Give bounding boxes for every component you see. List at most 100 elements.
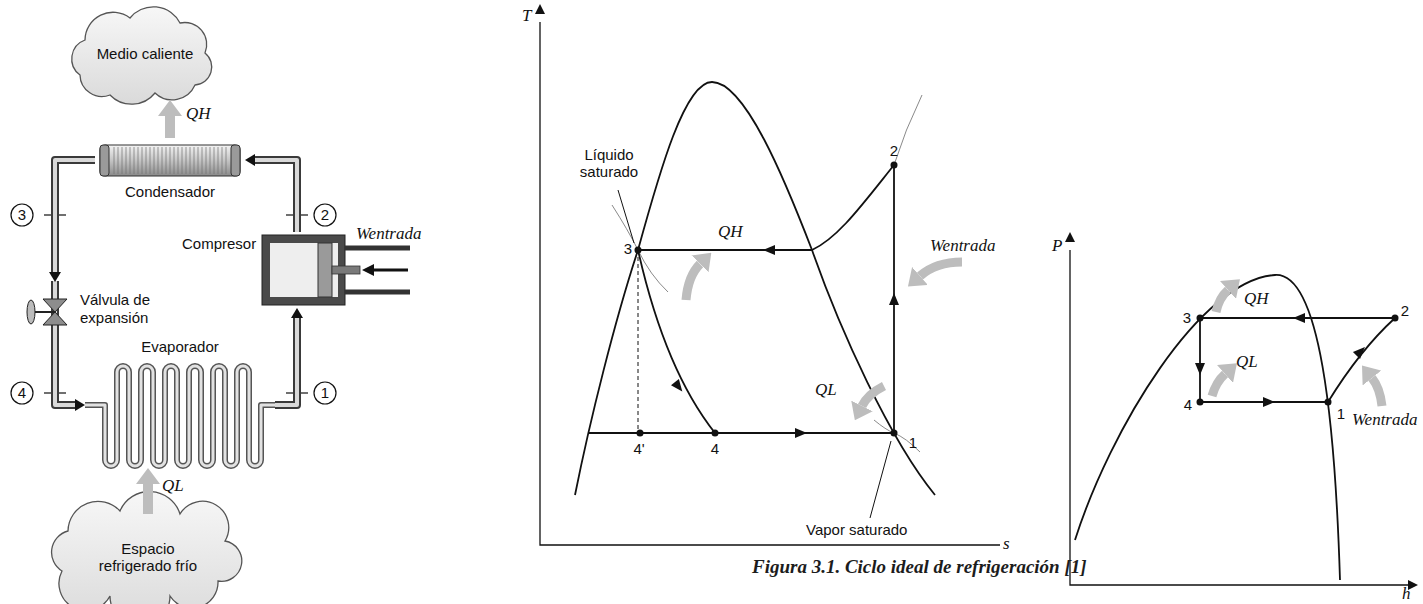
- state-dots-part: [1197, 399, 1204, 406]
- heat-label: QH: [718, 222, 743, 242]
- axis-tip: [535, 4, 545, 14]
- state-dots-part: [712, 430, 719, 437]
- cycle-line: [588, 432, 894, 434]
- heat-arrow: [170, 116, 171, 138]
- node-label: Válvula de expansión: [80, 291, 182, 326]
- state-dots: [635, 162, 898, 437]
- state-callouts: [11, 204, 336, 404]
- node-label: Medio caliente: [97, 45, 194, 62]
- condenser-body: [100, 145, 240, 176]
- state-callouts-part: [314, 204, 336, 226]
- cloud-box: Medio caliente: [70, 8, 220, 100]
- node-label: Condensador: [125, 183, 215, 200]
- leader-line: [870, 441, 891, 518]
- pipe-wall: [255, 160, 297, 232]
- cloud-box: Espacio refrigerado frío: [68, 514, 228, 600]
- axis-label: s: [1003, 534, 1010, 554]
- state-number: 4: [1182, 396, 1194, 413]
- heat-arrows-part: [1372, 378, 1382, 406]
- flow-arrows-part: [763, 245, 775, 255]
- isobar: [874, 420, 920, 452]
- work-label: Wentrada: [356, 224, 422, 244]
- flow-arrows: [1195, 313, 1368, 407]
- compressor-body-part: [345, 246, 410, 251]
- pipe-connector: [255, 160, 297, 232]
- work-label: Wentrada: [930, 236, 996, 256]
- pipe-connector: [55, 335, 75, 405]
- expansion-valve-part: [34, 311, 55, 313]
- heat-label: QL: [815, 380, 837, 400]
- curve-label: Vapor saturado: [806, 521, 907, 538]
- ts-diagram: [535, 4, 1000, 545]
- flow-arrows-part: [1353, 344, 1369, 360]
- state-callouts-part: [314, 382, 336, 404]
- condenser-body-part: [112, 147, 228, 174]
- compressor-body-part: [318, 243, 332, 297]
- state-number: 2: [887, 142, 901, 159]
- axis-tip: [1065, 232, 1075, 242]
- compressor-body-part: [270, 243, 338, 297]
- compressor-body-part: [345, 290, 410, 295]
- expansion-valve-part: [43, 312, 67, 325]
- flow-arrows-part: [889, 293, 899, 305]
- state-number: 4': [628, 440, 650, 457]
- heat-arrows: [686, 262, 962, 406]
- expansion-valve-part: [43, 299, 67, 312]
- flow-arrows-part: [1195, 363, 1205, 375]
- state-dots: [1197, 315, 1399, 406]
- state-dots-part: [1197, 315, 1204, 322]
- evaporator-coil: [85, 366, 275, 466]
- throttle-dash: [638, 250, 639, 433]
- heat-arrow-shaft: [143, 484, 153, 514]
- ph-diagram: [1065, 232, 1418, 590]
- flow-arrows-part: [1293, 313, 1305, 323]
- condenser-body-part: [100, 145, 240, 176]
- callout-number: 1: [314, 384, 336, 401]
- pipe-connector: [275, 318, 297, 405]
- condenser-body-part: [231, 145, 240, 176]
- heat-arrows-part: [920, 262, 962, 276]
- axes: [540, 22, 1000, 545]
- work-arrow: [374, 269, 408, 272]
- condenser-box: Condensador: [95, 138, 245, 202]
- compressor-box: Compresor: [180, 232, 345, 308]
- pipe-bore: [275, 318, 297, 405]
- state-number: 3: [622, 240, 634, 257]
- work-label: Wentrada: [1352, 410, 1418, 430]
- state-number: 2: [1398, 302, 1412, 319]
- isobar: [612, 205, 668, 292]
- state-number: 4: [708, 440, 722, 457]
- leader-line: [618, 190, 634, 243]
- pipe-bore: [55, 335, 75, 405]
- state-dots-part: [637, 430, 644, 437]
- state-dots-part: [1392, 315, 1399, 322]
- state-callouts-part: [11, 204, 33, 226]
- expansion-valve-part: [27, 300, 35, 324]
- cycle-line: [638, 250, 715, 433]
- state-number: 1: [906, 434, 920, 451]
- state-number: 1: [1334, 405, 1348, 422]
- pipe-wall: [275, 318, 297, 405]
- valve-box: Válvula de expansión: [22, 282, 182, 335]
- expansion-valve: [27, 281, 67, 336]
- pipe-wall: [55, 160, 95, 272]
- flow-arrows-part: [1263, 397, 1275, 407]
- heat-arrows: [1212, 290, 1382, 406]
- heat-arrow-shaft: [165, 116, 175, 138]
- node-label: Evaporador: [141, 338, 219, 355]
- condenser-body-part: [100, 145, 109, 176]
- pipe-bore: [55, 160, 95, 272]
- saturation-dome: [575, 82, 935, 495]
- compressor-body-part: [332, 266, 360, 274]
- isobar: [894, 95, 922, 165]
- state-dots-part: [891, 162, 898, 169]
- figure-caption: Figura 3.1. Ciclo ideal de refrigeración…: [752, 556, 1087, 578]
- state-dots-part: [1325, 399, 1332, 406]
- curve-label: Líquido saturado: [566, 146, 652, 181]
- hot-cloud: [72, 7, 212, 104]
- saturation-dome: [1075, 275, 1340, 580]
- node-label: Compresor: [182, 235, 256, 252]
- heat-label: QH: [1244, 289, 1269, 309]
